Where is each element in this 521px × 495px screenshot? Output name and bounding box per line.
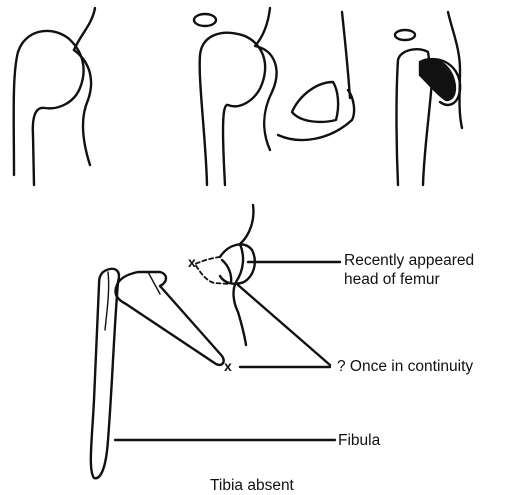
- label-head-of-femur-line1: Recently appeared: [344, 251, 474, 270]
- x-mark-upper: x: [188, 254, 196, 270]
- caption-tibia-absent: Tibia absent: [210, 476, 294, 495]
- continuity-leader-upper: [238, 285, 330, 365]
- femur-stage-3-drawing: [395, 12, 462, 185]
- femur-stage-2-drawing: [194, 8, 354, 185]
- label-head-of-femur: Recently appeared head of femur: [344, 251, 474, 289]
- tibia-absent-drawing: [91, 205, 340, 478]
- label-head-of-femur-line2: head of femur: [344, 270, 474, 289]
- femur-stage-1-drawing: [14, 8, 95, 185]
- label-once-in-continuity: ? Once in continuity: [337, 357, 473, 376]
- label-fibula: Fibula: [338, 431, 380, 450]
- x-mark-lower: x: [224, 358, 232, 374]
